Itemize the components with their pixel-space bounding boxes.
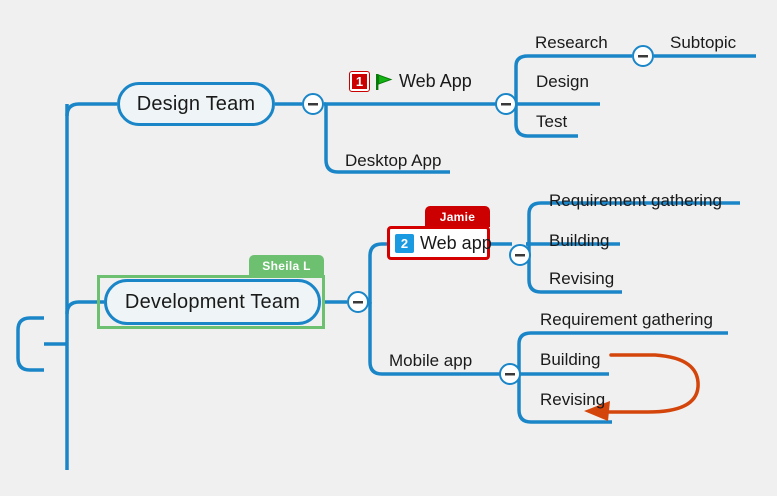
edge-devteam-webapp bbox=[368, 242, 392, 304]
node-design-team-label: Design Team bbox=[136, 92, 256, 115]
collapse-button-design-team bbox=[302, 93, 324, 115]
root-node-outline bbox=[16, 316, 44, 372]
node-web-app-design-label: Web App bbox=[399, 71, 472, 91]
node-test[interactable]: Test bbox=[536, 113, 567, 130]
edge-design-desktop-app bbox=[324, 104, 450, 174]
minus-icon bbox=[308, 103, 318, 106]
minus-icon bbox=[501, 103, 511, 106]
edge-webapp-test bbox=[514, 104, 578, 138]
node-mobile-app[interactable]: Mobile app bbox=[389, 352, 472, 369]
node-development-team[interactable]: Development Team bbox=[104, 279, 321, 325]
collapse-button-web-app bbox=[495, 93, 517, 115]
assignee-tag-label: Jamie bbox=[439, 209, 476, 224]
node-web-revising[interactable]: Revising bbox=[549, 270, 614, 287]
priority-badge-1[interactable]: 1 bbox=[349, 71, 370, 92]
collapse-button-development-team bbox=[347, 291, 369, 313]
node-mobile-app-label: Mobile app bbox=[389, 351, 473, 370]
node-mobile-building-label: Building bbox=[540, 350, 601, 369]
node-web-app-dev-assignee-tag[interactable]: Jamie bbox=[425, 206, 490, 227]
relationship-arrow bbox=[603, 353, 700, 414]
edge-mobileapp-revising bbox=[517, 374, 612, 424]
node-mobile-revising-label: Revising bbox=[540, 390, 606, 409]
node-mobile-requirement-gathering[interactable]: Requirement gathering bbox=[540, 311, 713, 328]
node-development-team-assignee-tag[interactable]: Sheila L bbox=[249, 255, 324, 276]
node-research-label: Research bbox=[535, 33, 608, 52]
priority-badge-2[interactable]: 2 bbox=[395, 233, 414, 253]
relationship-arrow-head bbox=[584, 401, 610, 421]
node-test-label: Test bbox=[536, 112, 568, 131]
edge-root-development-team bbox=[65, 300, 104, 315]
minus-icon bbox=[638, 55, 648, 58]
node-subtopic[interactable]: Subtopic bbox=[670, 34, 736, 51]
assignee-tag-label: Sheila L bbox=[262, 258, 311, 273]
node-desktop-app[interactable]: Desktop App bbox=[345, 152, 441, 169]
minus-icon bbox=[505, 373, 515, 376]
node-mobile-requirement-gathering-label: Requirement gathering bbox=[540, 310, 713, 329]
node-web-building-label: Building bbox=[549, 231, 610, 250]
node-design[interactable]: Design bbox=[536, 73, 589, 90]
node-design-team[interactable]: Design Team bbox=[117, 82, 275, 126]
node-web-app-dev-label: Web app bbox=[420, 232, 492, 253]
node-development-team-label: Development Team bbox=[124, 290, 301, 313]
edge-devteam-mobileapp bbox=[368, 302, 502, 376]
collapse-button-web-app-dev bbox=[509, 244, 531, 266]
node-desktop-app-label: Desktop App bbox=[345, 151, 442, 170]
edge-webapp-research bbox=[513, 54, 632, 106]
node-web-building[interactable]: Building bbox=[549, 232, 610, 249]
edge-root-design-team bbox=[65, 102, 117, 117]
node-web-app-dev[interactable]: 2 Web app bbox=[387, 226, 492, 260]
minus-icon bbox=[353, 301, 363, 304]
node-web-requirement-gathering-label: Requirement gathering bbox=[549, 191, 722, 210]
flag-icon bbox=[376, 73, 393, 90]
collapse-button-research bbox=[632, 45, 654, 67]
node-web-requirement-gathering[interactable]: Requirement gathering bbox=[549, 192, 722, 209]
node-research[interactable]: Research bbox=[535, 34, 608, 51]
node-web-app-design[interactable]: 1 Web App bbox=[349, 71, 472, 92]
node-development-team-selection bbox=[97, 275, 325, 329]
collapse-button-mobile-app bbox=[499, 363, 521, 385]
minus-icon bbox=[515, 254, 525, 257]
edge-webappdev-revising bbox=[527, 244, 622, 294]
node-web-revising-label: Revising bbox=[549, 269, 615, 288]
node-mobile-building[interactable]: Building bbox=[540, 351, 601, 368]
edge-webappdev-req bbox=[526, 201, 740, 246]
node-design-label: Design bbox=[536, 72, 589, 91]
node-mobile-revising[interactable]: Revising bbox=[540, 391, 605, 408]
edge-mobileapp-req bbox=[516, 331, 728, 376]
node-subtopic-label: Subtopic bbox=[670, 33, 737, 52]
